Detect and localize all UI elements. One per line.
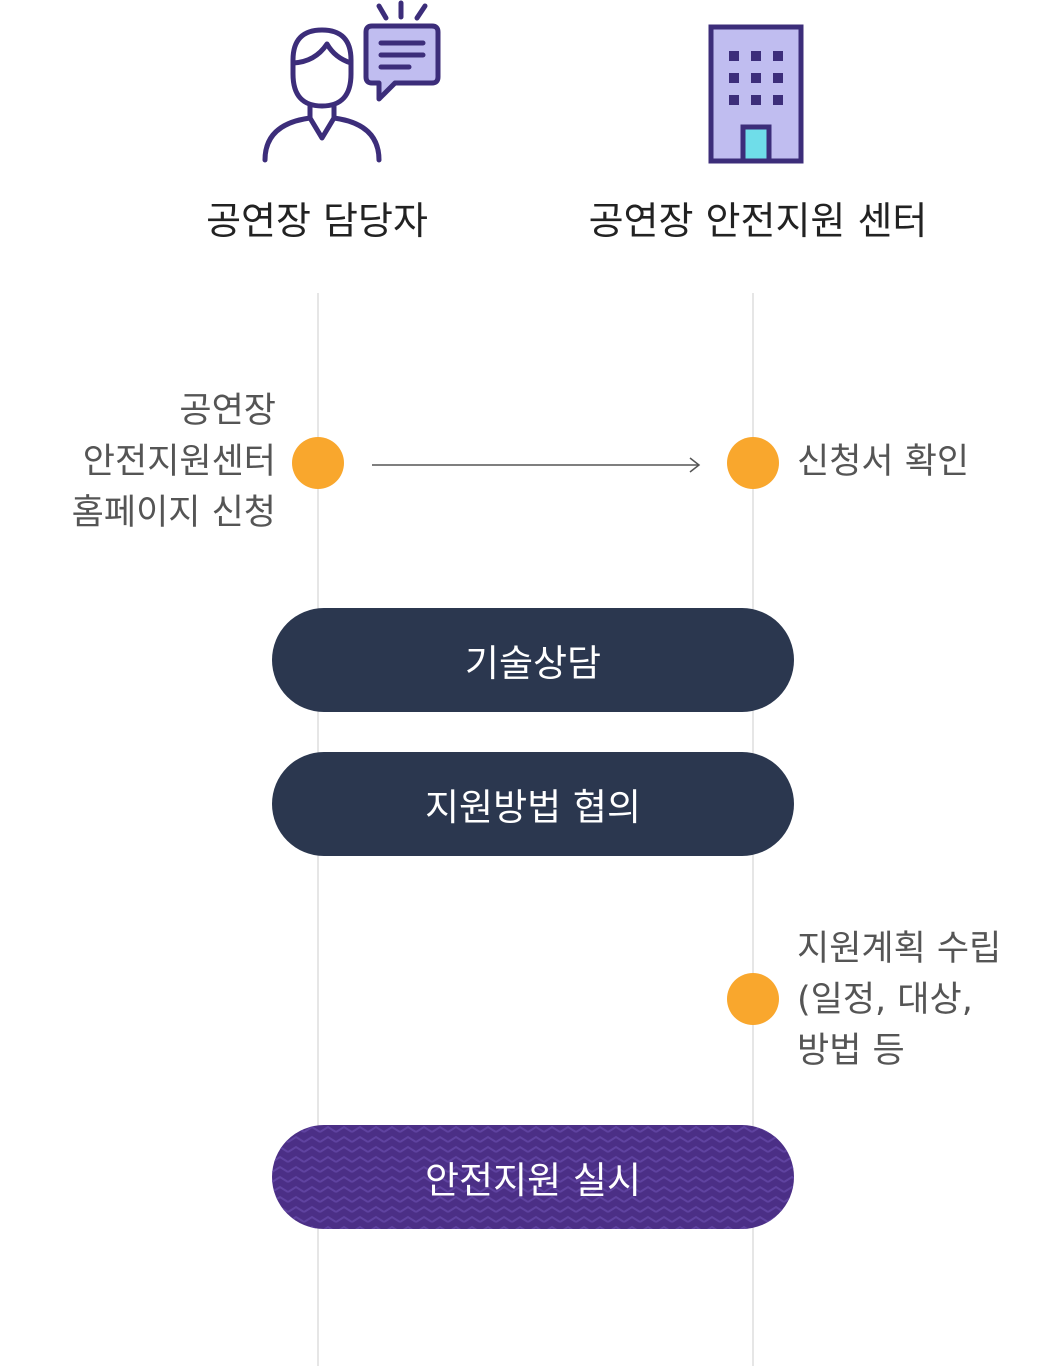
- building-icon: [708, 24, 804, 164]
- plan-note-line-2: (일정, 대상,: [797, 980, 973, 1020]
- zigzag-pattern: [272, 1125, 794, 1229]
- plan-note-line-1: 지원계획 수립: [797, 929, 1002, 969]
- plan-dot: [727, 973, 779, 1025]
- apply-note-line-2: 안전지원센터: [82, 442, 276, 482]
- step-consult: 기술상담: [272, 608, 794, 712]
- apply-dot: [292, 437, 344, 489]
- confirm-note: 신청서 확인: [797, 442, 970, 482]
- flow-arrow: [372, 455, 704, 475]
- apply-note: 공연장 안전지원센터 홈페이지 신청: [20, 386, 276, 539]
- plan-note: 지원계획 수립 (일정, 대상, 방법 등: [797, 924, 1001, 1077]
- step-method-label: 지원방법 협의: [424, 786, 641, 829]
- confirm-dot: [727, 437, 779, 489]
- left-actor-label: 공연장 담당자: [206, 199, 428, 243]
- plan-note-line-3: 방법 등: [797, 1031, 905, 1071]
- apply-note-line-1: 공연장: [179, 391, 276, 431]
- step-execute-label: 안전지원 실시: [424, 1159, 641, 1202]
- right-actor-label: 공연장 안전지원 센터: [588, 199, 928, 243]
- person-speech-bubble-icon: [255, 0, 450, 170]
- step-method: 지원방법 협의: [272, 752, 794, 856]
- step-consult-label: 기술상담: [464, 642, 602, 685]
- apply-note-line-3: 홈페이지 신청: [71, 493, 276, 533]
- step-execute: 안전지원 실시: [272, 1125, 794, 1229]
